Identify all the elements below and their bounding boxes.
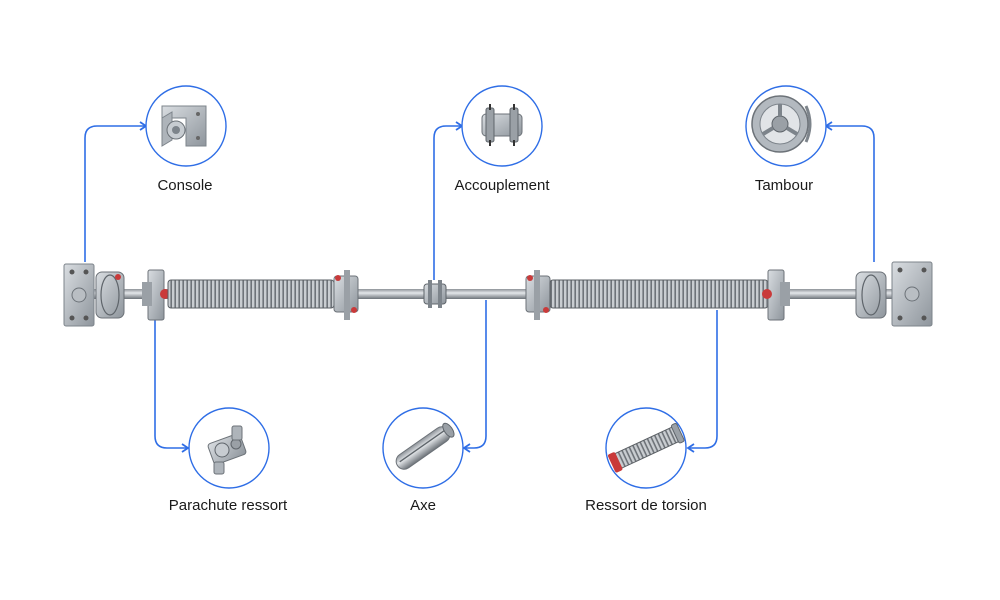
component-tambour [745, 85, 827, 167]
coupling-icon [481, 104, 523, 146]
label-ressort: Ressort de torsion [585, 497, 707, 514]
right-drum [855, 271, 887, 319]
left-torsion-spring [167, 279, 335, 309]
component-ressort [605, 407, 687, 489]
connector-tambour [824, 121, 875, 262]
connector-ressort [686, 310, 718, 453]
connector-lines [84, 121, 875, 453]
right-center-bracket [762, 269, 790, 321]
label-accouplement: Accouplement [454, 177, 550, 194]
cable-drum-icon [751, 95, 812, 153]
connector-parachute [154, 316, 190, 453]
component-console [145, 85, 227, 167]
right-winding-cone [525, 270, 551, 320]
left-winding-cone [333, 270, 359, 320]
left-center-bracket [142, 269, 170, 321]
right-torsion-spring [549, 279, 769, 309]
safety-clamp-icon [207, 425, 247, 475]
connector-accouplement [433, 121, 464, 280]
component-accouplement [461, 85, 543, 167]
label-console: Console [157, 177, 213, 194]
bracket-plate-icon [161, 105, 207, 147]
connector-console [84, 121, 148, 262]
label-parachute: Parachute ressort [168, 497, 288, 514]
shaft-assembly [63, 261, 933, 327]
component-parachute [188, 407, 270, 489]
center-coupling [423, 280, 447, 308]
connector-axe [462, 300, 487, 453]
keyed-shaft-icon [395, 422, 455, 470]
left-end-bracket [63, 263, 95, 327]
torsion-spring-icon [607, 423, 685, 473]
left-drum [95, 271, 125, 319]
label-axe: Axe [410, 497, 436, 514]
label-tambour: Tambour [754, 177, 814, 194]
right-end-bracket [891, 261, 933, 327]
component-axe [382, 407, 464, 489]
